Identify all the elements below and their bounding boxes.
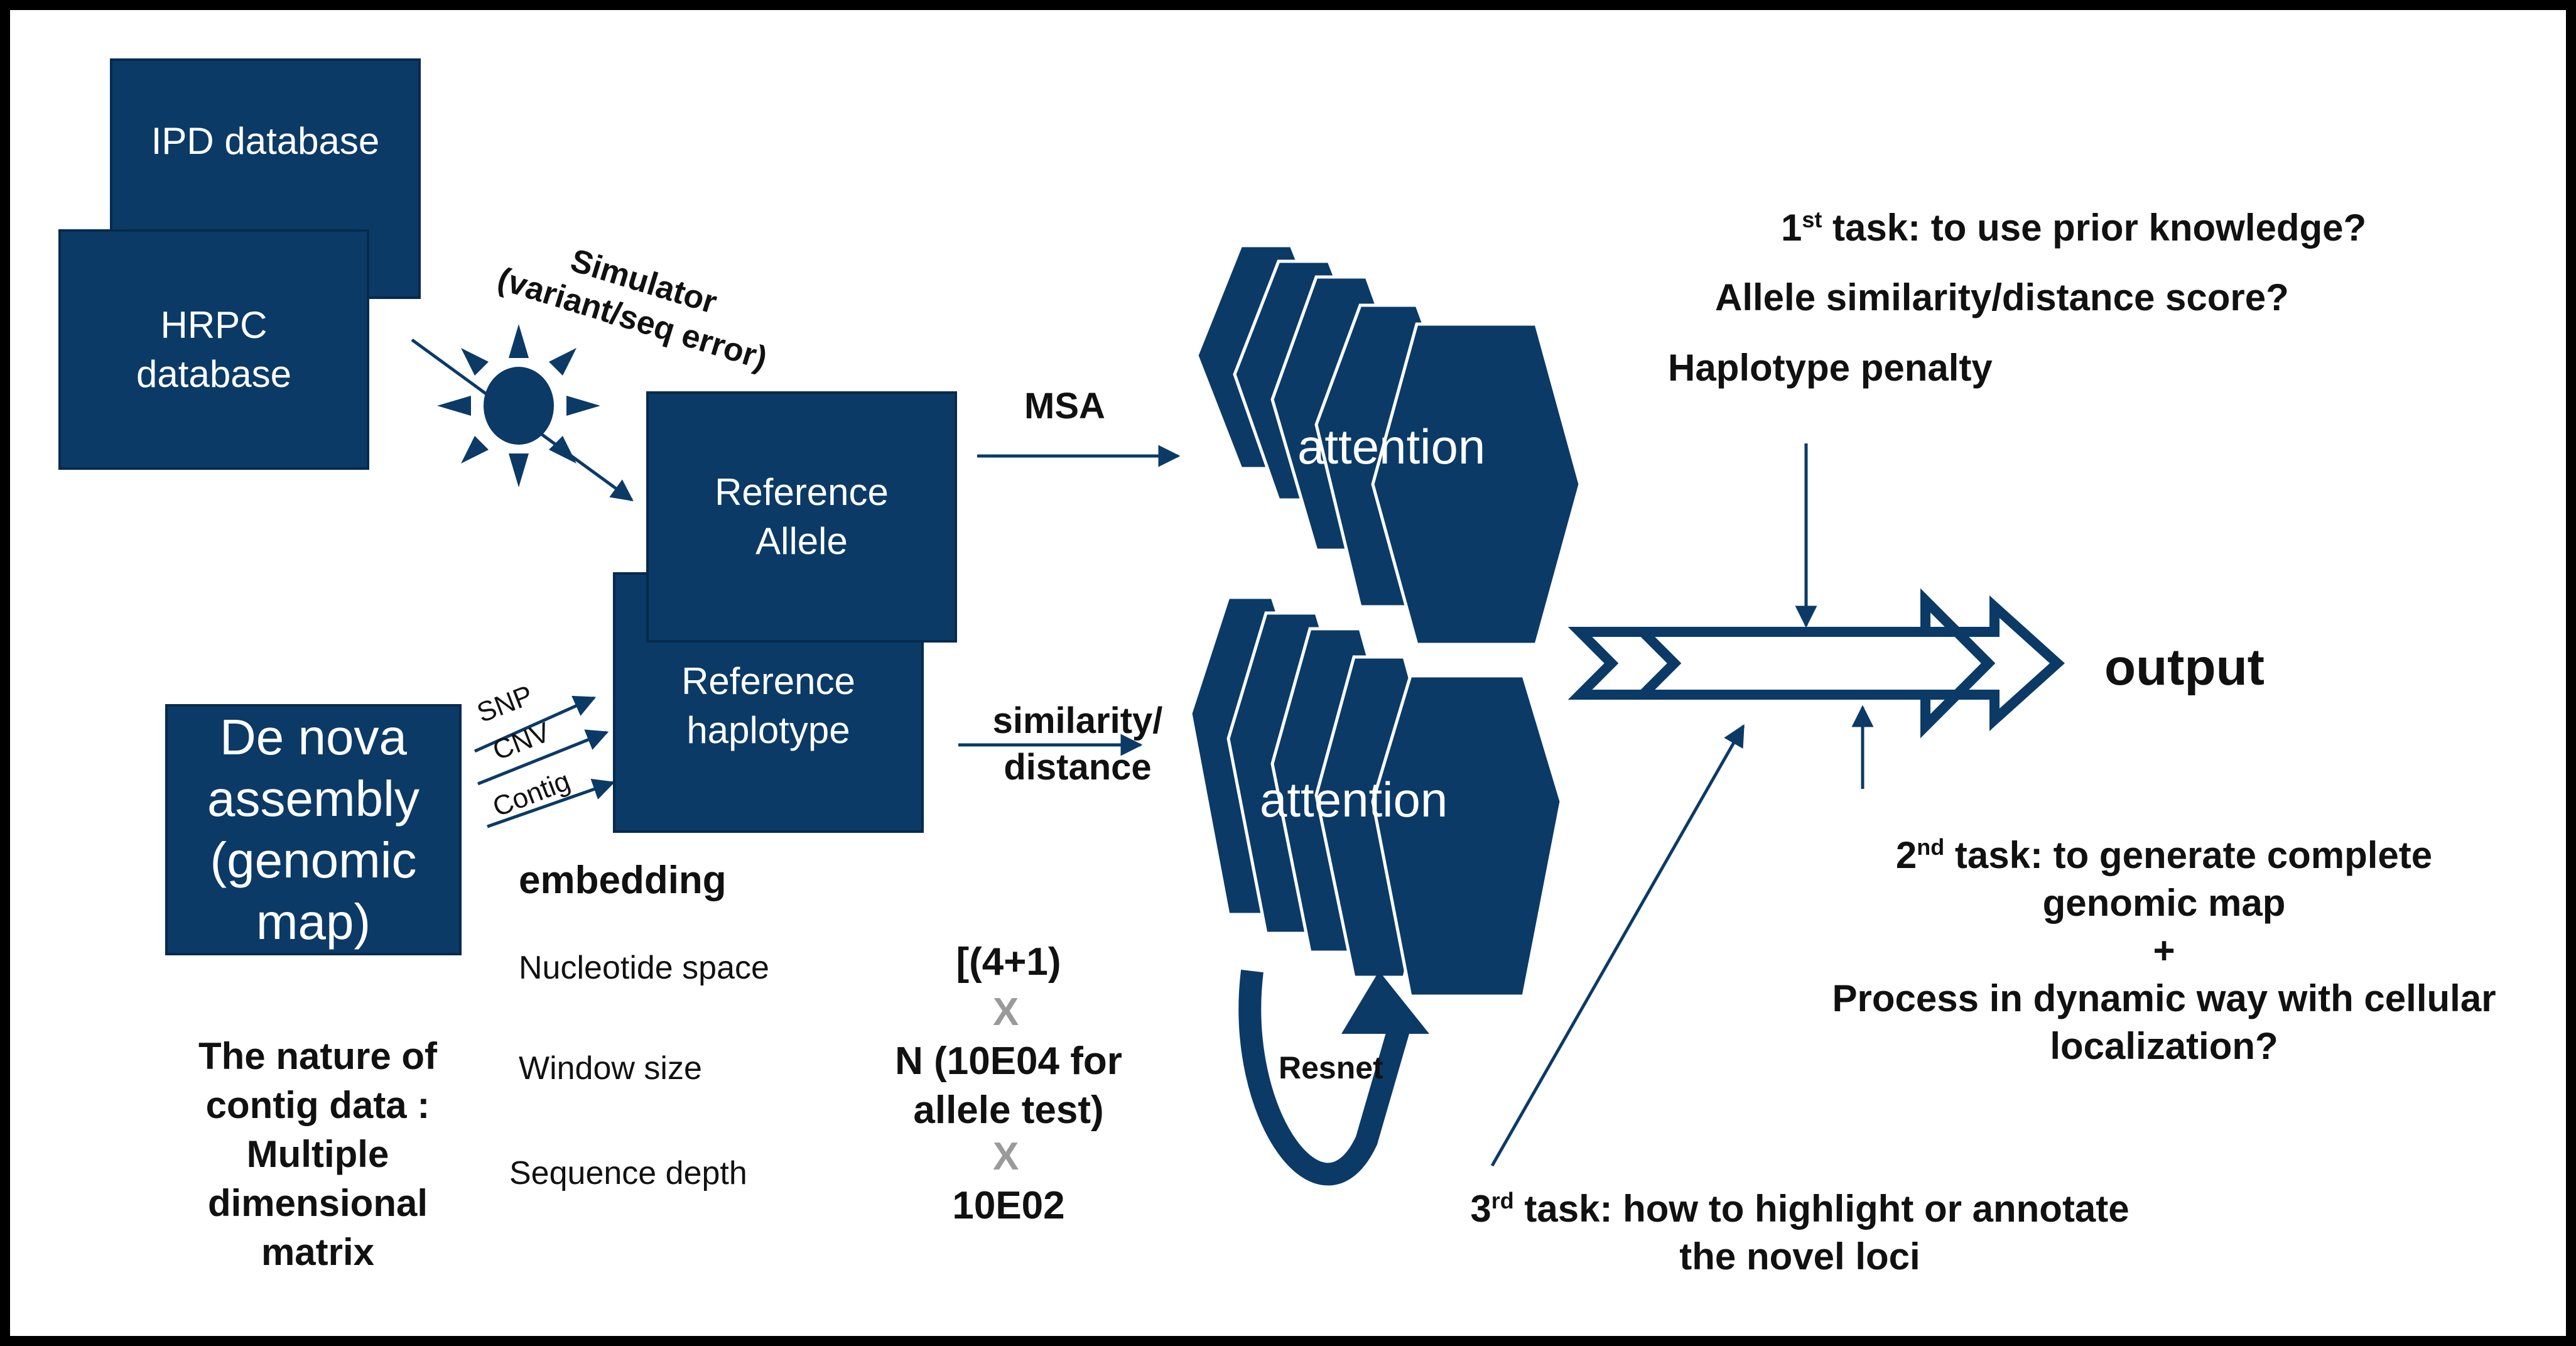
third-task-arrow bbox=[1490, 724, 1745, 1167]
contig-arrow bbox=[487, 778, 615, 828]
window-size-value: N (10E04 for allele test) bbox=[895, 1039, 1122, 1132]
attention-stack-bottom bbox=[1189, 595, 1563, 998]
allele-score-text: Allele similarity/distance score? bbox=[1715, 276, 2289, 318]
second-task-text: 2nd task: to generate complete genomic m… bbox=[1724, 823, 2566, 1070]
third-task-text: 3rd task: how to highlight or annotate t… bbox=[1417, 1177, 2183, 1281]
sequence-depth-value: 10E02 bbox=[952, 1184, 1065, 1227]
times-sign-1: X bbox=[993, 991, 1019, 1034]
haplotype-penalty-text: Haplotype penalty bbox=[1668, 347, 1993, 389]
de-nova-assembly-box: De nova assembly (genomic map) bbox=[165, 704, 462, 955]
first-task-suffix: st bbox=[1802, 207, 1822, 232]
contig-data-note: The nature of contig data : Multiple dim… bbox=[198, 1035, 437, 1273]
attention-bottom-label: attention bbox=[1260, 772, 1448, 827]
output-double-arrow bbox=[1567, 588, 2065, 739]
nucleotide-space-label: Nucleotide space bbox=[519, 950, 769, 986]
second-task-suffix: nd bbox=[1917, 834, 1945, 860]
msa-label: MSA bbox=[1024, 386, 1105, 426]
de-nova-assembly-label: De nova assembly (genomic map) bbox=[207, 709, 419, 950]
first-task-ordinal: 1 bbox=[1781, 207, 1802, 249]
second-task-ordinal: 2 bbox=[1895, 834, 1917, 876]
third-task-suffix: rd bbox=[1491, 1188, 1514, 1213]
ipd-database-label: IPD database bbox=[151, 119, 380, 162]
hrpc-database-label: HRPC database bbox=[136, 303, 291, 395]
times-sign-2: X bbox=[993, 1135, 1019, 1178]
third-task-ordinal: 3 bbox=[1470, 1188, 1491, 1230]
resnet-loop-arrow bbox=[1238, 969, 1429, 1186]
reference-haplotype-label: Reference haplotype bbox=[681, 659, 855, 751]
hrpc-database-box: HRPC database bbox=[58, 229, 369, 470]
cnv-arrow bbox=[477, 729, 609, 786]
second-task-description: task: to generate complete genomic map +… bbox=[1832, 834, 2496, 1067]
diagram-canvas: IPD database HRPC database Simulator (va… bbox=[10, 10, 2566, 1336]
first-task-text: 1st task: to use prior knowledge? bbox=[1781, 206, 2366, 249]
snp-arrow bbox=[474, 695, 597, 753]
attention-top-label: attention bbox=[1297, 419, 1486, 474]
reference-allele-box: Reference Allele bbox=[646, 391, 957, 643]
output-label: output bbox=[2104, 639, 2265, 696]
first-task-description: task: to use prior knowledge? bbox=[1822, 207, 2367, 249]
database-to-reference-arrow bbox=[411, 338, 634, 502]
resnet-label: Resnet bbox=[1279, 1050, 1383, 1085]
embedding-title: embedding bbox=[519, 859, 727, 902]
reference-allele-label: Reference Allele bbox=[715, 471, 889, 562]
third-task-description: task: how to highlight or annotate the n… bbox=[1524, 1188, 2130, 1278]
sequence-depth-label: Sequence depth bbox=[509, 1155, 747, 1191]
window-size-label: Window size bbox=[519, 1050, 702, 1087]
attention-stack-top bbox=[1195, 244, 1582, 646]
simulator-sun-icon bbox=[437, 324, 600, 487]
connectors-layer bbox=[411, 244, 2065, 1186]
nucleotide-space-value: [(4+1) bbox=[956, 940, 1061, 984]
similarity-distance-label: similarity/ distance bbox=[992, 700, 1163, 788]
